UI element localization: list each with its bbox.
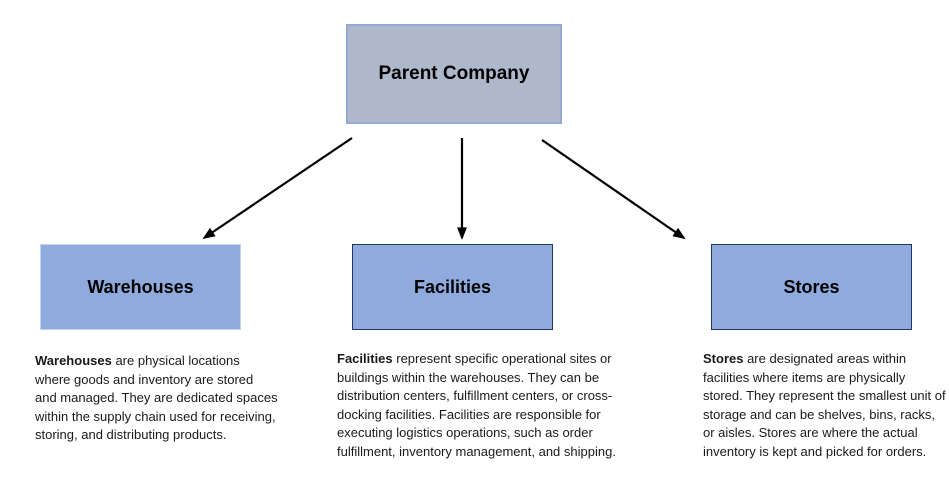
node-stores-label: Stores <box>783 276 840 297</box>
warehouses-description-lead: Warehouses <box>35 353 112 368</box>
stores-description: Stores are designated areas within facil… <box>703 350 948 462</box>
stores-description-lead: Stores <box>703 351 744 366</box>
facilities-description: Facilities represent specific operationa… <box>337 350 635 462</box>
node-warehouses: Warehouses <box>40 244 241 330</box>
node-parent-company: Parent Company <box>346 24 562 124</box>
node-stores: Stores <box>711 244 912 330</box>
arrow-parent-to-warehouses <box>202 137 353 240</box>
node-facilities: Facilities <box>352 244 553 330</box>
stores-description-body: are designated areas within facilities w… <box>703 351 946 459</box>
node-facilities-label: Facilities <box>413 276 492 297</box>
arrow-parent-to-stores <box>541 139 686 240</box>
node-warehouses-label: Warehouses <box>87 276 194 297</box>
node-parent-company-label: Parent Company <box>378 63 530 84</box>
facilities-description-lead: Facilities <box>337 351 393 366</box>
warehouses-description-body: are physical locations where goods and i… <box>35 353 278 443</box>
facilities-description-body: represent specific operational sites or … <box>337 351 616 459</box>
warehouses-description: Warehouses are physical locations where … <box>35 352 278 445</box>
